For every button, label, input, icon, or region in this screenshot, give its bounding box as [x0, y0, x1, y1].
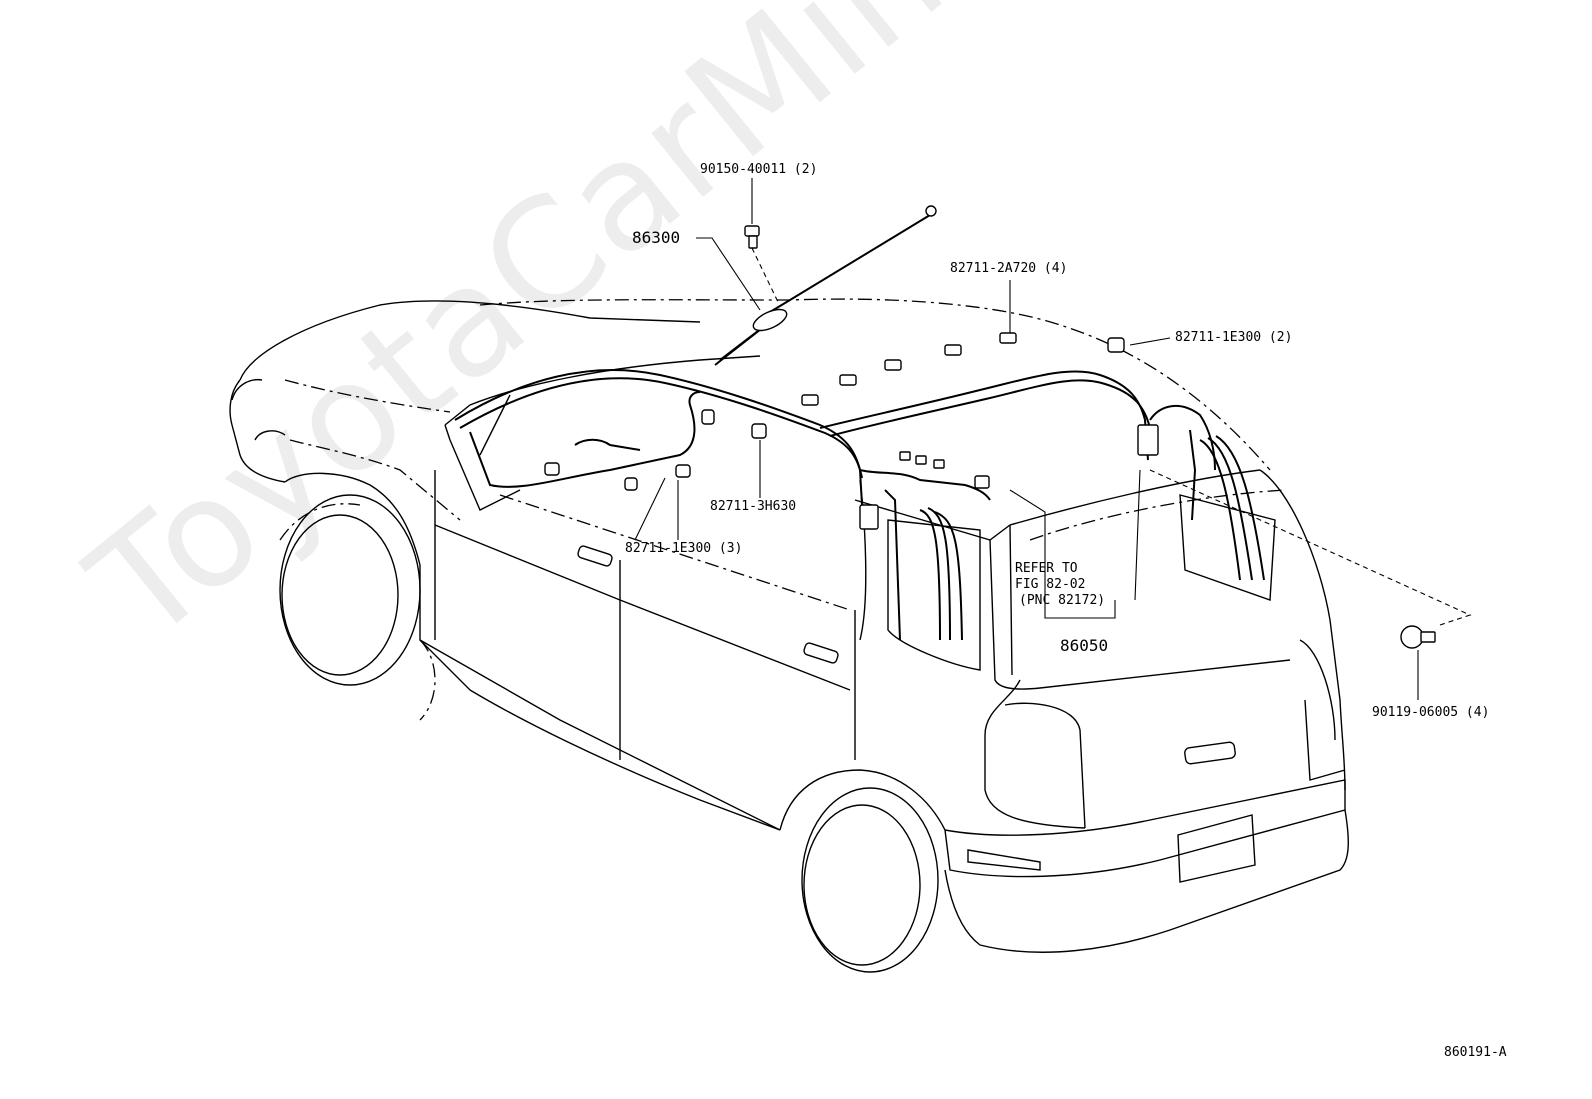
label-clip-3h630: 82711-3H630: [710, 499, 797, 514]
label-bolt-rear: 90119-06005 (4): [1372, 705, 1490, 720]
label-refer-line3: (PNC 82172): [1019, 593, 1106, 608]
leader-lines: [634, 178, 1472, 700]
car-body: [229, 298, 1349, 973]
label-cord: 86050: [1060, 636, 1109, 655]
label-clip-1e300-3: 82711-1E300 (3): [625, 541, 743, 556]
clips: [544, 225, 1436, 649]
label-bolt-top: 90150-40011 (2): [700, 162, 818, 177]
label-clip-2a720: 82711-2A720 (4): [950, 261, 1068, 276]
label-refer-line2: FIG 82-02: [1015, 577, 1086, 592]
label-refer-line1: REFER TO: [1015, 561, 1078, 576]
label-antenna: 86300: [632, 228, 681, 247]
wire-harness: [454, 205, 1265, 641]
label-clip-1e300-2: 82711-1E300 (2): [1175, 330, 1293, 345]
figure-id: 860191-A: [1444, 1045, 1507, 1060]
